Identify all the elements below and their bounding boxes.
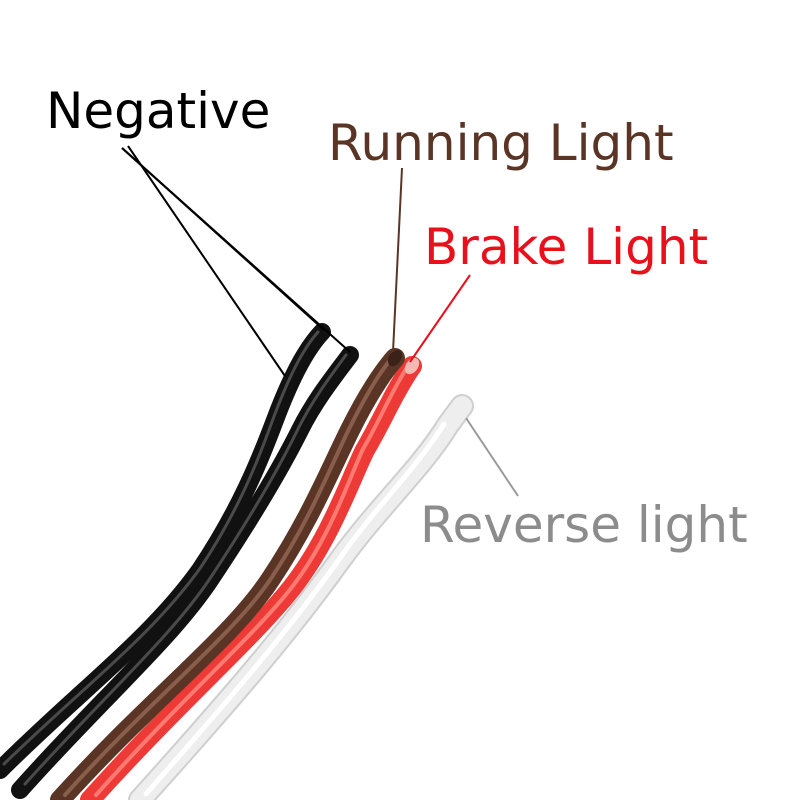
- wire-white: [128, 394, 474, 800]
- wire-brown: [50, 348, 405, 800]
- leader-reverse: [465, 417, 519, 497]
- leader-brake: [409, 274, 471, 363]
- label-running-light: Running Light: [328, 114, 674, 172]
- wire-black-1: [0, 323, 331, 779]
- leader-running: [392, 167, 403, 353]
- label-reverse-light: Reverse light: [420, 496, 748, 554]
- wire-red: [80, 356, 422, 800]
- label-brake-light: Brake Light: [424, 218, 709, 276]
- label-negative: Negative: [46, 82, 271, 140]
- wire-black-2: [11, 346, 359, 799]
- leader-negative: [121, 145, 351, 377]
